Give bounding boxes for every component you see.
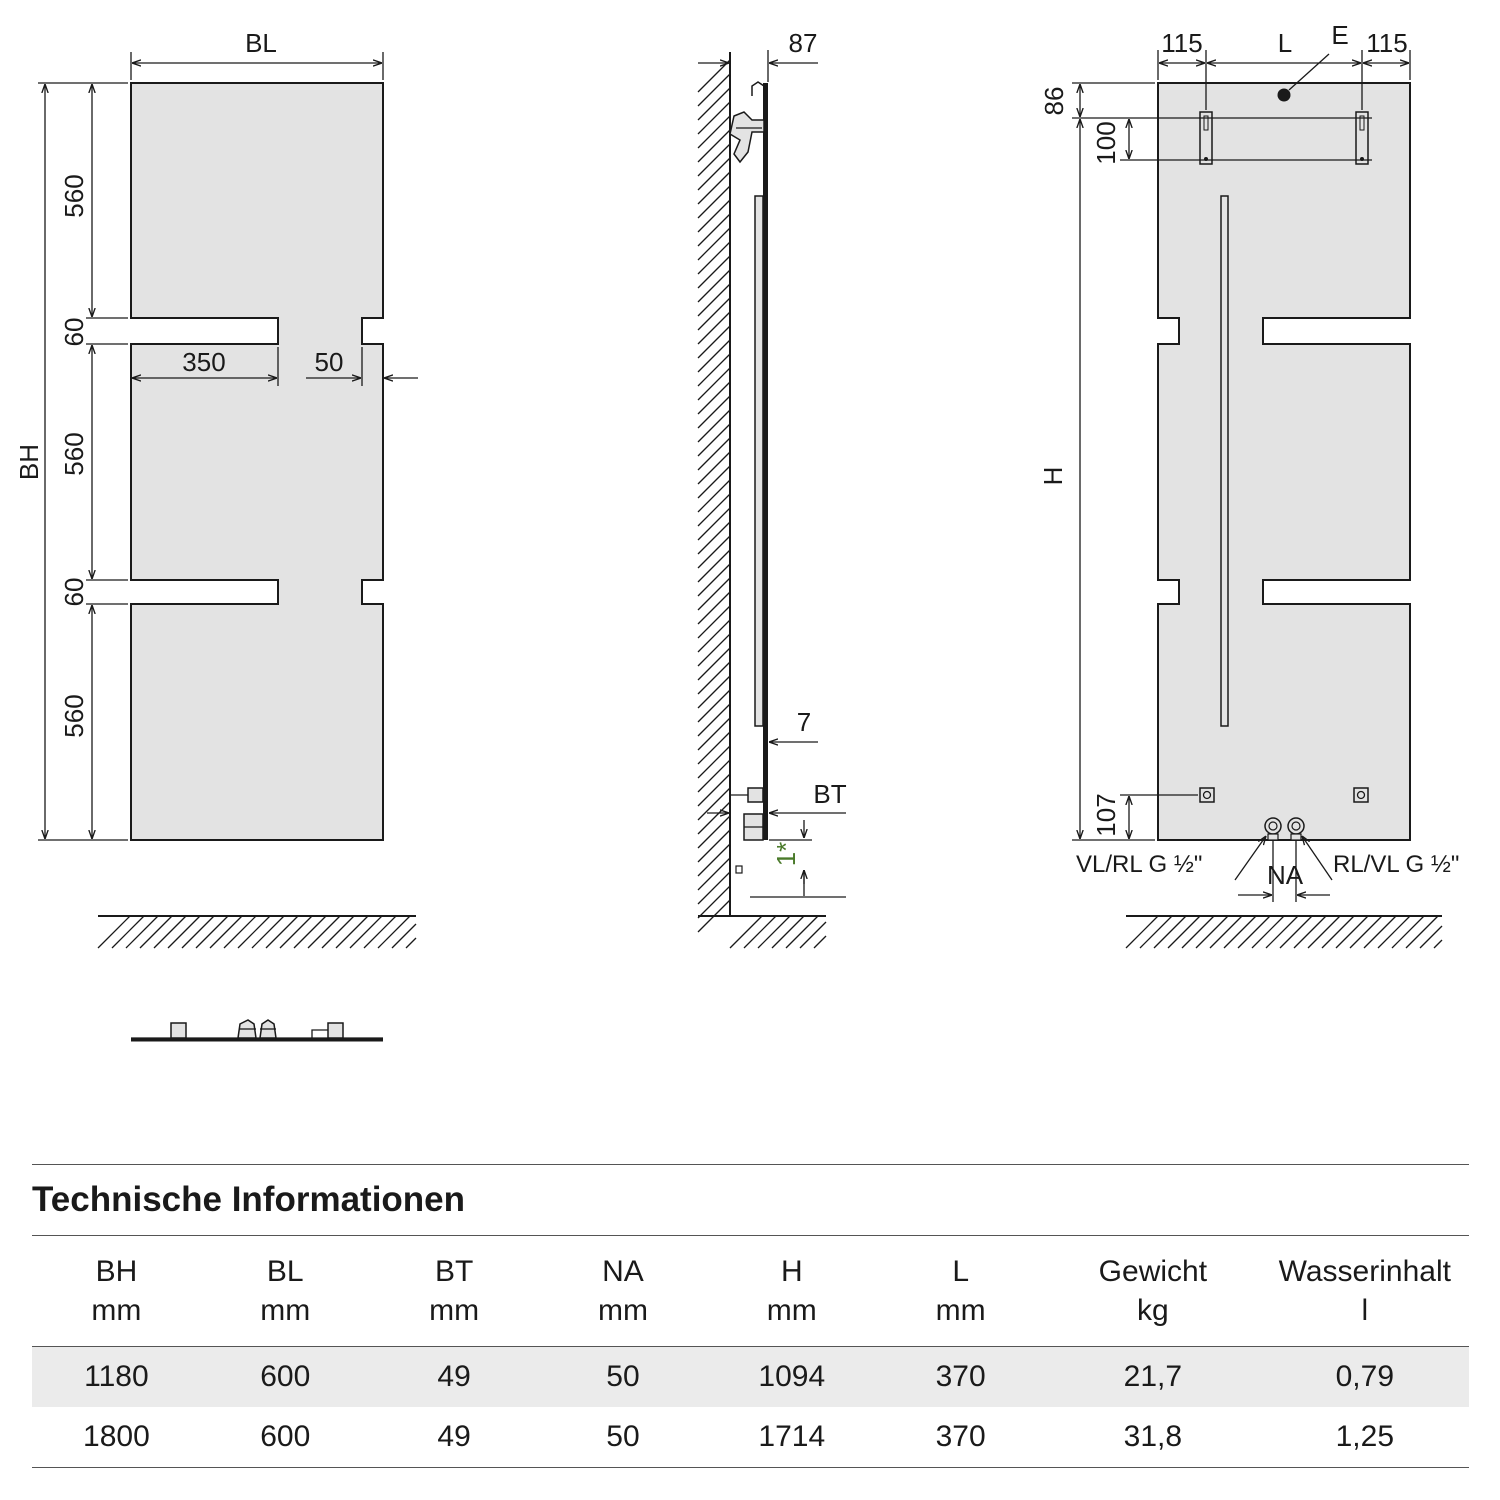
table-cell: 600 bbox=[200, 1346, 370, 1407]
connection-distance-label: NA bbox=[1267, 860, 1304, 890]
side-depth-top-label: 87 bbox=[789, 28, 818, 58]
notch-depth-label: 50 bbox=[315, 347, 344, 377]
segment-gap-1: 60 bbox=[59, 318, 89, 347]
rear-center-distance-label: L bbox=[1278, 28, 1292, 58]
rear-view: E bbox=[1038, 20, 1459, 949]
segment-height-3: 560 bbox=[59, 694, 89, 737]
bottom-stud-left bbox=[1199, 787, 1215, 803]
table-cell: 370 bbox=[876, 1346, 1046, 1407]
vent-label: E bbox=[1331, 20, 1348, 50]
segment-height-1: 560 bbox=[59, 174, 89, 217]
table-row: 1180 600 49 50 1094 370 21,7 0,79 bbox=[32, 1346, 1469, 1407]
segment-height-2: 560 bbox=[59, 432, 89, 475]
bottom-stud-right bbox=[1353, 787, 1369, 803]
table-cell: 49 bbox=[369, 1407, 539, 1468]
connection-right-label: RL/VL G ½" bbox=[1333, 851, 1459, 878]
front-width-label: BL bbox=[245, 28, 277, 58]
rear-margin-left-label: 115 bbox=[1161, 28, 1202, 58]
floor-note-label: 1* bbox=[771, 842, 801, 867]
connection-left-label: VL/RL G ½" bbox=[1076, 851, 1202, 878]
rear-panel-outline bbox=[1157, 82, 1411, 841]
table-cell: 370 bbox=[876, 1407, 1046, 1468]
side-gap-label: 7 bbox=[797, 707, 811, 737]
table-cell: 50 bbox=[538, 1346, 708, 1407]
wall-bracket-right bbox=[1355, 111, 1369, 165]
rear-bottom-offset-label: 107 bbox=[1091, 793, 1121, 836]
table-cell: 1094 bbox=[707, 1346, 877, 1407]
connection-valves bbox=[1264, 817, 1305, 841]
table-cell: 21,7 bbox=[1045, 1346, 1261, 1407]
wall-bracket-left bbox=[1199, 111, 1213, 165]
table-cell: 50 bbox=[538, 1407, 708, 1468]
table-cell: 31,8 bbox=[1045, 1407, 1261, 1468]
table-cell: 0,79 bbox=[1260, 1346, 1469, 1407]
table-cell: 1800 bbox=[32, 1407, 201, 1468]
table-cell: 600 bbox=[200, 1407, 370, 1468]
slot-length-label: 350 bbox=[182, 347, 225, 377]
segment-gap-2: 60 bbox=[59, 578, 89, 607]
front-view: BL BH 560 60 560 60 560 350 50 bbox=[14, 28, 418, 1042]
rear-bracket-spacing-label: 100 bbox=[1091, 121, 1121, 164]
side-view: 87 7 BT 1* bbox=[697, 28, 847, 949]
rear-top-offset-label: 86 bbox=[1039, 87, 1069, 116]
table-cell: 1714 bbox=[707, 1407, 877, 1468]
table-cell: 1,25 bbox=[1260, 1407, 1469, 1468]
table-row: 1800 600 49 50 1714 370 31,8 1,25 bbox=[32, 1407, 1469, 1468]
rear-margin-right-label: 115 bbox=[1366, 28, 1407, 58]
tech-info-title: Technische Informationen bbox=[32, 1180, 466, 1219]
technical-drawing: BL BH 560 60 560 60 560 350 50 bbox=[14, 20, 1459, 1042]
table-cell: 49 bbox=[369, 1346, 539, 1407]
top-view bbox=[131, 1019, 383, 1042]
side-depth-label: BT bbox=[813, 779, 846, 809]
front-panel-outline bbox=[130, 82, 384, 841]
rear-height-label: H bbox=[1038, 467, 1068, 486]
table-cell: 1180 bbox=[32, 1346, 201, 1407]
front-height-label: BH bbox=[14, 444, 44, 480]
